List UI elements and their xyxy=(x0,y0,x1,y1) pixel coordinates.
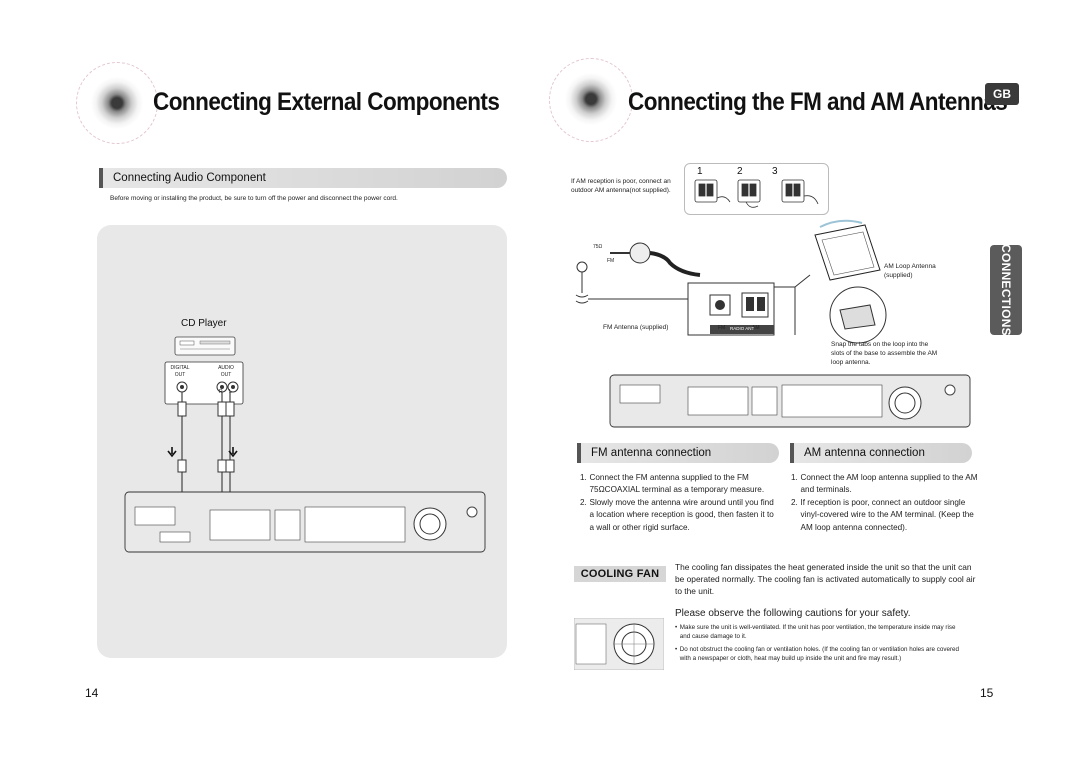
snap-note: Snap the tabs on the loop into the slots… xyxy=(831,341,938,366)
fm-section-heading: FM antenna connection xyxy=(577,443,779,463)
caution-list: •Make sure the unit is well-ventilated. … xyxy=(675,623,962,663)
step-number: 2 xyxy=(737,166,743,177)
page-number-left: 14 xyxy=(85,686,99,700)
cd-player-icon xyxy=(174,336,236,356)
terminal-steps-illustration xyxy=(694,179,819,208)
fm-label: FM xyxy=(607,258,615,264)
list-item: 2.If reception is poor, connect an outdo… xyxy=(791,496,974,532)
fm-antenna-label: FM Antenna (supplied) xyxy=(603,324,669,331)
speaker-decor-ring xyxy=(549,58,633,142)
instruction-text: Before moving or installing the product,… xyxy=(110,195,398,202)
am-section-heading: AM antenna connection xyxy=(790,443,972,463)
am-loop-label: AM Loop Antenna (supplied) xyxy=(884,263,936,279)
am-steps-list: 1.Connect the AM loop antenna supplied t… xyxy=(791,471,981,533)
page-title: Connecting External Components xyxy=(153,88,500,116)
page-number-right: 15 xyxy=(980,686,994,700)
list-item: 2.Slowly move the antenna wire around un… xyxy=(580,496,774,532)
fm-steps-list: 1.Connect the FM antenna supplied to the… xyxy=(580,471,776,533)
digital-out-label: DIGITAL OUT xyxy=(170,365,190,378)
cd-player-label: CD Player xyxy=(181,318,227,329)
cooling-fan-text: The cooling fan dissipates the heat gene… xyxy=(675,562,976,596)
fm-connector-icon xyxy=(610,242,701,277)
connection-diagram xyxy=(124,336,486,553)
antenna-connection-diagram xyxy=(575,219,971,428)
list-item: 1.Connect the AM loop antenna supplied t… xyxy=(791,472,978,495)
list-item: •Make sure the unit is well-ventilated. … xyxy=(675,624,956,640)
page-title: Connecting the FM and AM Antennas xyxy=(628,88,1008,116)
radio-ant-label: RADIO ANT xyxy=(730,326,755,331)
receiver-back-panel xyxy=(609,374,971,428)
cooling-fan-badge: COOLING FAN xyxy=(574,566,666,582)
audio-l-label: L xyxy=(229,389,232,395)
list-item: 1.Connect the FM antenna supplied to the… xyxy=(580,472,765,495)
audio-r-label: R xyxy=(219,389,223,395)
diagram-panel xyxy=(97,225,507,658)
caution-heading: Please observe the following cautions fo… xyxy=(675,608,911,619)
fm-terminal-label: FM xyxy=(718,325,726,331)
speaker-icon xyxy=(560,68,622,130)
receiver-back-panel xyxy=(124,491,486,553)
am-terminal-label: AM xyxy=(752,325,760,331)
language-badge: GB xyxy=(985,83,1019,105)
ohm-label: 75Ω xyxy=(593,244,603,250)
speaker-icon xyxy=(86,72,148,134)
section-tab: CONNECTIONS xyxy=(990,244,1022,336)
cooling-fan-illustration xyxy=(574,618,664,670)
am-outdoor-note: If AM reception is poor, connect an outd… xyxy=(571,178,671,194)
audio-out-label: AUDIO OUT xyxy=(218,365,234,378)
section-heading: Connecting Audio Component xyxy=(99,168,507,188)
step-number: 3 xyxy=(772,166,778,177)
step-number: 1 xyxy=(697,166,703,177)
list-item: •Do not obstruct the cooling fan or vent… xyxy=(675,646,960,662)
speaker-decor-ring xyxy=(76,62,158,144)
am-loop-antenna-icon xyxy=(814,219,881,281)
